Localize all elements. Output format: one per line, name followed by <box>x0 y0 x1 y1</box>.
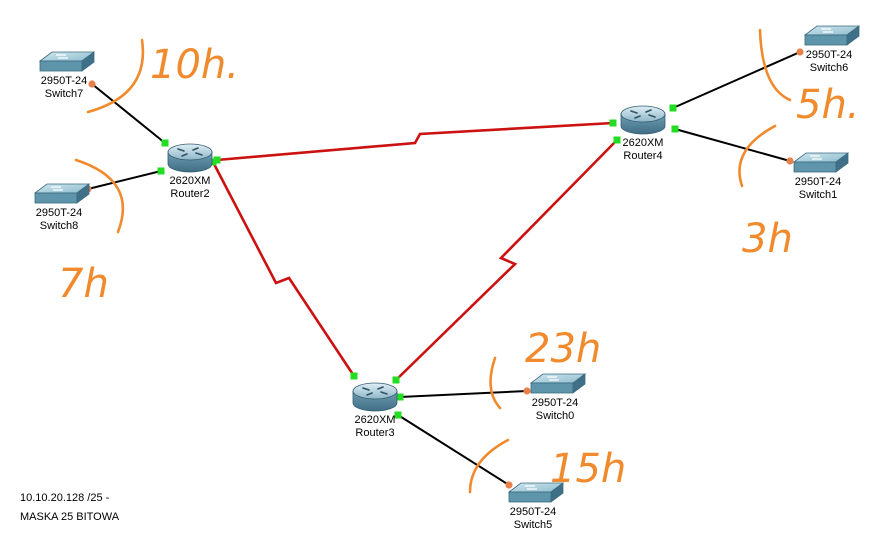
links-layer <box>87 51 801 486</box>
switch0-name-label: Switch0 <box>536 410 575 422</box>
switch7-model-label: 2950T-24 <box>41 75 87 87</box>
serial-link-router2-router4[interactable] <box>216 121 614 162</box>
ethernet-link-router3-switch0[interactable] <box>399 390 528 398</box>
ethernet-link-router3-switch5[interactable] <box>397 414 510 486</box>
switch7-switch-icon[interactable] <box>38 51 96 72</box>
router2-router-icon[interactable] <box>167 143 213 173</box>
switch5-model-label: 2950T-24 <box>510 506 556 518</box>
switch1-model-label: 2950T-24 <box>795 176 841 188</box>
port-indicator <box>523 387 531 395</box>
port-indicator <box>392 376 400 384</box>
switch7-host-count-annotation: 10h. <box>150 42 239 88</box>
switch6-host-count-annotation: 5h. <box>796 82 860 128</box>
switch0-host-count-annotation: 23h <box>525 326 601 372</box>
port-indicator <box>796 48 804 56</box>
router4-router-icon[interactable] <box>620 105 666 135</box>
switch8-name-label: Switch8 <box>40 220 79 232</box>
switch6-name-label: Switch6 <box>810 62 849 74</box>
serial-link-router3-router4[interactable] <box>395 139 618 381</box>
ports-layer <box>84 48 804 489</box>
port-indicator <box>209 158 217 166</box>
switch8-bracket-mark <box>74 158 125 234</box>
port-indicator <box>669 104 677 112</box>
switch1-switch-icon[interactable] <box>792 152 850 173</box>
switch6-switch-icon[interactable] <box>803 25 861 46</box>
router3-router-icon[interactable] <box>352 382 398 412</box>
switch5-switch-icon[interactable] <box>507 482 565 503</box>
switch1-bracket-mark <box>738 124 777 188</box>
router2-model-label: 2620XM <box>170 175 211 187</box>
serial-link-router2-router3[interactable] <box>211 161 356 377</box>
port-indicator <box>157 167 165 175</box>
switch5-bracket-mark <box>468 438 510 494</box>
router3-model-label: 2620XM <box>355 414 396 426</box>
switch8-host-count-annotation: 7h <box>58 261 109 307</box>
switch1-host-count-annotation: 3h <box>742 216 793 262</box>
port-indicator <box>609 119 617 127</box>
switch5-host-count-annotation: 15h <box>550 446 626 492</box>
port-indicator <box>396 393 404 401</box>
port-indicator <box>88 80 96 88</box>
port-indicator <box>394 411 402 419</box>
devices-layer: 2620XMRouter22620XMRouter32620XMRouter42… <box>33 25 861 531</box>
port-indicator <box>161 139 169 147</box>
ethernet-link-router4-switch6[interactable] <box>672 51 801 109</box>
ethernet-link-router2-switch8[interactable] <box>87 170 162 190</box>
port-indicator <box>613 136 621 144</box>
switch8-model-label: 2950T-24 <box>36 207 82 219</box>
switch7-bracket-mark <box>86 38 145 114</box>
port-indicator <box>350 372 358 380</box>
switch7-name-label: Switch7 <box>45 88 84 100</box>
router4-model-label: 2620XM <box>623 137 664 149</box>
port-indicator <box>671 125 679 133</box>
switch0-switch-icon[interactable] <box>529 373 587 394</box>
ethernet-link-router4-switch1[interactable] <box>674 128 791 162</box>
switch6-bracket-mark <box>758 28 792 102</box>
switch8-switch-icon[interactable] <box>33 183 91 204</box>
port-indicator <box>213 156 221 164</box>
switch0-model-label: 2950T-24 <box>532 397 578 409</box>
ethernet-link-router2-switch7[interactable] <box>91 83 166 144</box>
switch6-model-label: 2950T-24 <box>806 49 852 61</box>
router3-name-label: Router3 <box>355 427 394 439</box>
port-indicator <box>505 481 513 489</box>
router2-name-label: Router2 <box>170 188 209 200</box>
switch1-name-label: Switch1 <box>799 189 838 201</box>
subnet-note-line1: 10.10.20.128 /25 - <box>20 492 110 504</box>
handwritten-annotations: 10h. 7h 5h. 3h 23h 15h <box>58 28 860 494</box>
switch0-bracket-mark <box>489 356 502 410</box>
switch5-name-label: Switch5 <box>514 519 553 531</box>
router4-name-label: Router4 <box>623 150 662 162</box>
port-indicator <box>786 157 794 165</box>
subnet-note-line2: MASKA 25 BITOWA <box>20 511 120 523</box>
